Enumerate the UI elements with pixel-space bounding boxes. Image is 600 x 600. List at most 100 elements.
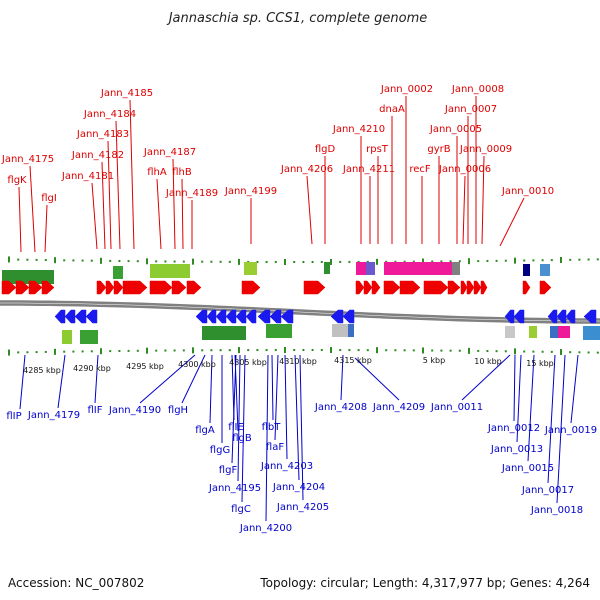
gene-label: Jann_4185	[100, 88, 153, 99]
tick-marks	[8, 256, 599, 356]
accession-label: Accession: NC_007802	[8, 576, 144, 590]
leader-line	[129, 99, 135, 250]
gene-label: Jann_4211	[342, 164, 395, 175]
tick	[311, 260, 314, 263]
tick	[440, 349, 443, 352]
forward-gene-arrow	[480, 280, 488, 295]
forward-gene-arrow	[473, 280, 482, 295]
tick	[54, 257, 56, 264]
feature-box	[2, 270, 54, 284]
tick	[569, 351, 572, 354]
gene-label: flgG	[210, 445, 230, 456]
leader-line	[547, 354, 556, 484]
leader-line	[231, 354, 237, 464]
tick	[458, 349, 461, 352]
reverse-gene-arrow	[85, 309, 98, 324]
forward-gene-arrow	[447, 280, 461, 295]
tick	[596, 258, 599, 261]
forward-gene-arrow	[522, 280, 531, 295]
forward-gene-arrow	[15, 280, 30, 295]
leader-line	[265, 354, 269, 522]
tick	[578, 351, 581, 354]
page-title: Jannaschia sp. CCS1, complete genome	[166, 11, 428, 26]
leader-line	[44, 204, 48, 253]
gene-label: flgH	[168, 405, 188, 416]
leader-line	[306, 175, 313, 245]
tick	[422, 347, 424, 354]
gene-label: Jann_4206	[280, 164, 333, 175]
tick	[136, 349, 139, 352]
tick	[302, 349, 305, 352]
tick	[173, 349, 176, 352]
gene-label: Jann_0010	[501, 186, 554, 197]
gene-label: flhA	[147, 167, 167, 178]
tick	[477, 260, 480, 263]
tick	[504, 259, 507, 262]
leader-line	[181, 178, 184, 250]
gene-label: Jann_4204	[272, 482, 325, 493]
tick	[330, 347, 332, 354]
tick	[541, 259, 544, 262]
reverse-gene-arrow	[195, 309, 208, 324]
gene-label: Jann_4200	[239, 523, 292, 534]
reverse-gene-arrow	[504, 309, 515, 324]
leader-line	[29, 165, 36, 253]
tick	[366, 260, 369, 263]
tick	[477, 349, 480, 352]
leader-line	[462, 175, 466, 245]
reverse-gene-arrow	[215, 309, 227, 324]
feature-box	[452, 262, 460, 275]
tick	[228, 260, 231, 263]
reverse-gene-arrow	[513, 309, 525, 324]
forward-gene-arrow	[171, 280, 187, 295]
gene-label: Jann_0013	[490, 444, 543, 455]
tick	[118, 349, 121, 352]
tick	[412, 349, 415, 352]
gene-label: Jann_4208	[314, 402, 367, 413]
reverse-gene-arrow	[583, 309, 597, 324]
tick	[17, 258, 20, 261]
feature-box	[505, 326, 515, 338]
tick	[201, 349, 204, 352]
gene-label: flIF	[88, 405, 103, 416]
leader-line	[513, 354, 516, 422]
feature-box	[348, 324, 354, 337]
scale-label: 4295 kbp	[126, 362, 164, 371]
feature-box	[113, 266, 123, 279]
reverse-gene-arrow	[556, 309, 567, 324]
feature-box	[62, 330, 72, 344]
forward-gene-arrow	[355, 280, 365, 295]
tick	[44, 350, 47, 353]
tick	[284, 258, 286, 265]
gene-label: Jann_0007	[444, 104, 497, 115]
tick	[63, 350, 66, 353]
tick	[311, 349, 314, 352]
leader-line	[19, 354, 26, 410]
forward-gene-arrow	[460, 280, 468, 295]
tick	[238, 258, 240, 265]
gene-label: flgA	[195, 425, 215, 436]
reverse-gene-arrow	[54, 309, 66, 324]
forward-gene-arrow	[96, 280, 107, 295]
forward-gene-arrow	[105, 280, 115, 295]
tick	[192, 347, 194, 354]
tick	[523, 350, 526, 353]
leader-line	[527, 354, 535, 462]
gene-label: Jann_0005	[429, 124, 482, 135]
leader-line	[354, 357, 400, 401]
forward-gene-arrow	[241, 280, 261, 295]
tick	[26, 351, 29, 354]
leader-line	[115, 120, 121, 250]
gene-label: flgI	[41, 193, 57, 204]
tick	[274, 260, 277, 263]
tick	[422, 258, 424, 265]
tick	[17, 351, 20, 354]
feature-boxes	[2, 262, 600, 344]
tick	[265, 349, 268, 352]
tick	[155, 260, 158, 263]
tick	[100, 348, 102, 355]
tick	[247, 349, 250, 352]
tick	[320, 260, 323, 263]
tick	[587, 351, 590, 354]
forward-gene-arrow	[41, 280, 55, 295]
